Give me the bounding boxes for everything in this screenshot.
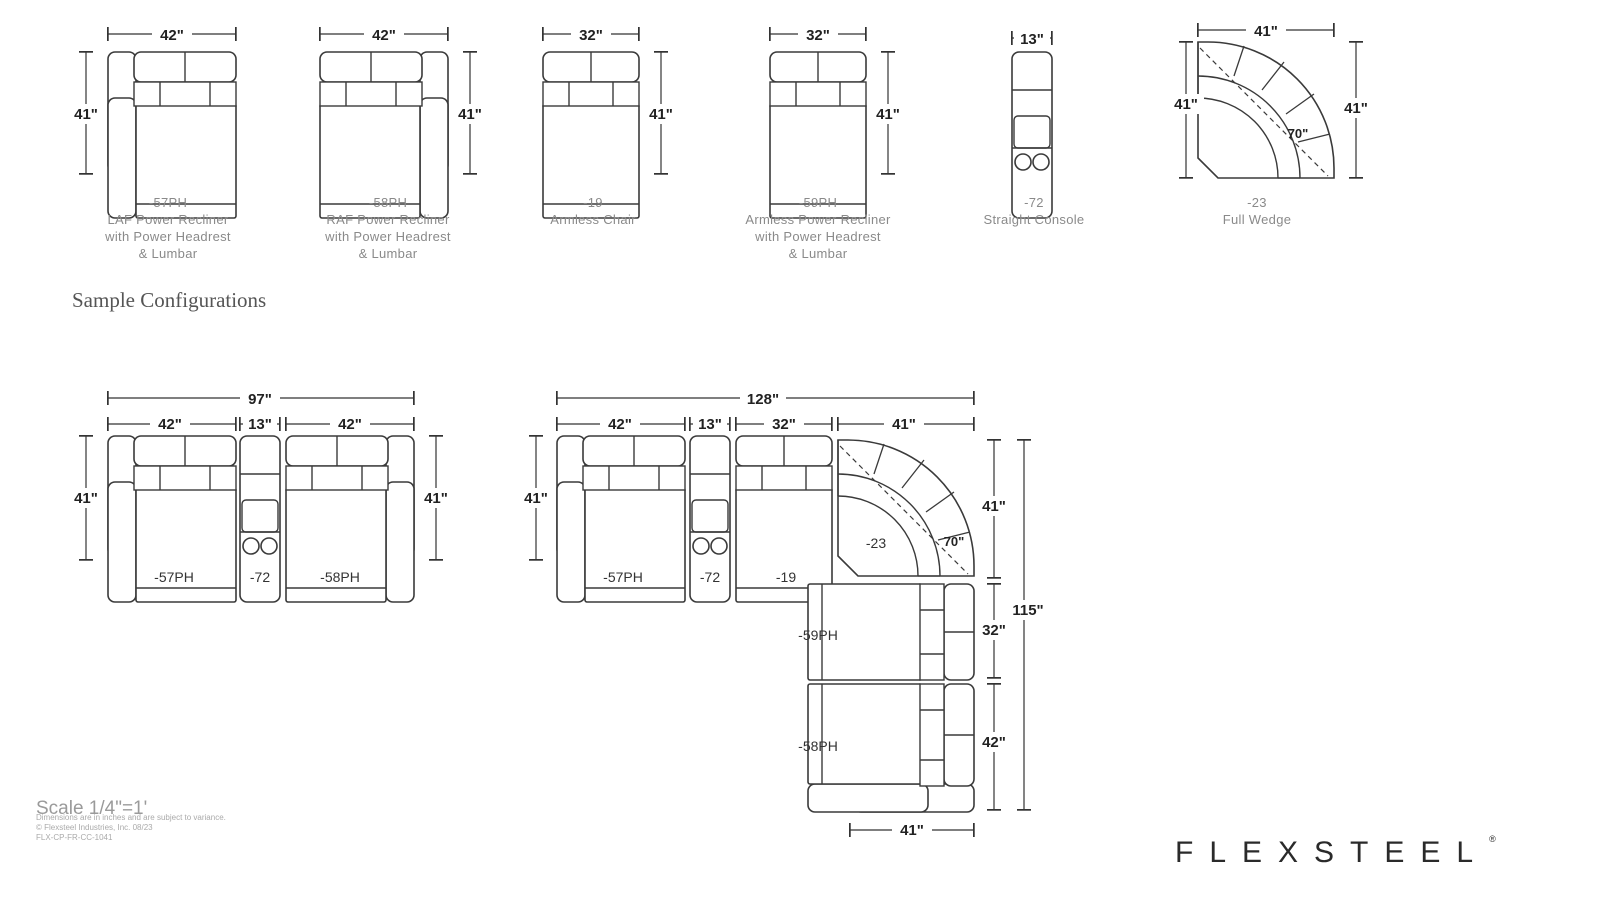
dim-total: 97" [248,391,272,408]
config-code: -58PH [320,569,360,585]
label-line: with Power Headrest [104,229,231,244]
config-1: 97" 42" 13" 42" 41" 41" -57PH -72 -58PH [68,389,454,603]
piece-72: 13" [1010,28,1053,219]
label-code: -19 [583,195,603,210]
dim-width: 41" [1254,23,1278,40]
dim-inner: 70" [1288,126,1309,141]
dim-segment: 32" [772,416,796,433]
config-2: -23 70" 128" 42" 13" 32" 41" 41" 41" 32" [518,389,1049,839]
piece-labels: -57PH LAF Power Recliner with Power Head… [104,195,1291,261]
dim-depth: 41" [458,106,482,123]
dim-width: 32" [806,27,830,44]
dim-depth-left: 41" [1174,96,1198,113]
label-line: Armless Chair [550,212,636,227]
label-line: with Power Headrest [754,229,881,244]
dim-width: 13" [1020,31,1044,48]
dim-right-segment: 41" [982,498,1006,515]
dim-right-segment: 32" [982,622,1006,639]
brand-logo: FLEXSTEEL® [1175,834,1496,870]
dim-inner: 70" [944,534,965,549]
dim-segment: 42" [338,416,362,433]
registered-mark: ® [1489,834,1496,844]
dim-segment: 42" [608,416,632,433]
side-code: -58PH [798,738,838,754]
label-code: -59PH [799,195,837,210]
label-line: Straight Console [984,212,1085,227]
config-code: -72 [250,569,270,585]
piece-58ph: 42" 41" [318,25,488,218]
scale-note: Scale 1/4"=1' [36,798,148,819]
dim-total: 128" [747,391,779,408]
label-line: & Lumbar [139,246,198,261]
piece-19: 32" 41" [541,25,679,219]
dim-width: 32" [579,27,603,44]
dim-segment: 13" [248,416,272,433]
label-code: -72 [1024,195,1044,210]
dim-segment: 42" [158,416,182,433]
piece-59ph: 32" 41" [768,25,906,219]
section-title: Sample Configurations [72,288,267,312]
dim-depth-left: 41" [524,490,548,507]
label-code: -23 [1247,195,1267,210]
dim-depth: 41" [74,106,98,123]
side-code: -59PH [798,627,838,643]
dim-width: 42" [372,27,396,44]
dim-depth-right: 41" [424,490,448,507]
label-line: Full Wedge [1223,212,1292,227]
dim-depth: 41" [649,106,673,123]
label-line: with Power Headrest [324,229,451,244]
config-code: -19 [776,569,796,585]
label-line: & Lumbar [789,246,848,261]
label-line: Armless Power Recliner [745,212,891,227]
dim-depth-right: 41" [1344,100,1368,117]
piece-57ph: 42" 41" [68,25,237,219]
dim-depth-left: 41" [74,490,98,507]
wedge-code: -23 [866,535,886,551]
label-line: LAF Power Recliner [108,212,229,227]
label-line: & Lumbar [359,246,418,261]
dim-depth: 41" [876,106,900,123]
dim-segment: 13" [698,416,722,433]
dim-width: 42" [160,27,184,44]
fine-print: Dimensions are in inches and are subject… [36,813,226,822]
dim-bottom: 41" [900,822,924,839]
config-code: -57PH [603,569,643,585]
config-code: -72 [700,569,720,585]
fine-print: © Flexsteel Industries, Inc. 08/23 [36,823,153,832]
fine-print: FLX-CP-FR-CC-1041 [36,833,113,842]
label-code: -57PH [149,195,187,210]
brand-name: FLEXSTEEL [1175,836,1490,869]
config-code: -57PH [154,569,194,585]
label-line: RAF Power Recliner [326,212,450,227]
dim-segment: 41" [892,416,916,433]
piece-23: 41" 41" 41" 70" [1168,20,1374,179]
label-code: -58PH [369,195,407,210]
dim-right-segment: 42" [982,734,1006,751]
dim-right-total: 115" [1012,602,1043,619]
